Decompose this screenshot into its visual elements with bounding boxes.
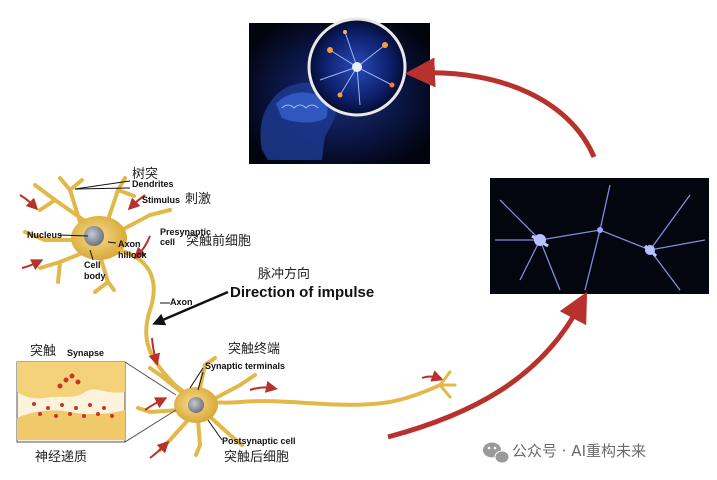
label-postsynaptic-zh: 突触后细胞 bbox=[224, 450, 290, 465]
neuron-network-image bbox=[490, 178, 709, 294]
label-stimulus-zh: 刺激 bbox=[185, 192, 212, 207]
synapse-inset bbox=[16, 361, 177, 443]
impulse-arrow bbox=[152, 290, 229, 326]
label-axon: Axon bbox=[170, 297, 193, 307]
label-terminals-zh: 突触终端 bbox=[228, 342, 281, 357]
label-presynaptic-zh: 突触前细胞 bbox=[186, 234, 252, 249]
watermark-text: 公众号 · AI重构未来 bbox=[512, 442, 646, 460]
label-stimulus-en: Stimulus bbox=[142, 195, 181, 205]
label-terminals-en: Synaptic terminals bbox=[205, 361, 286, 371]
axon-terminal bbox=[438, 370, 457, 399]
label-axon-hillock-2: hillock bbox=[118, 250, 147, 260]
label-presynaptic-1: Presynaptic bbox=[160, 227, 212, 237]
brain-neuron-image bbox=[249, 17, 430, 164]
wechat-icon bbox=[483, 442, 510, 464]
label-neurotransmitter-zh: 神经递质 bbox=[35, 450, 88, 465]
cycle-arrow-bottom bbox=[387, 291, 588, 440]
label-cell-body-2: body bbox=[84, 271, 106, 281]
label-impulse-en: Direction of impulse bbox=[230, 284, 375, 301]
label-dendrites-zh: 树突 bbox=[132, 167, 159, 182]
cycle-arrow-top bbox=[405, 57, 597, 158]
leader-lines bbox=[59, 180, 223, 441]
label-dendrites-en: Dendrites bbox=[132, 179, 174, 189]
flow-arrows bbox=[19, 194, 444, 459]
label-impulse-zh: 脉冲方向 bbox=[258, 267, 311, 282]
postsynaptic-neuron bbox=[136, 356, 257, 457]
label-synapse-zh: 突触 bbox=[30, 344, 57, 359]
label-presynaptic-2: cell bbox=[160, 237, 176, 247]
label-nucleus: Nucleus bbox=[27, 230, 63, 240]
label-synapse-en: Synapse bbox=[67, 348, 105, 358]
label-axon-hillock-1: Axon bbox=[118, 239, 141, 249]
label-cell-body-1: Cell bbox=[84, 260, 101, 270]
label-postsynaptic-en: Postsynaptic cell bbox=[222, 436, 296, 446]
